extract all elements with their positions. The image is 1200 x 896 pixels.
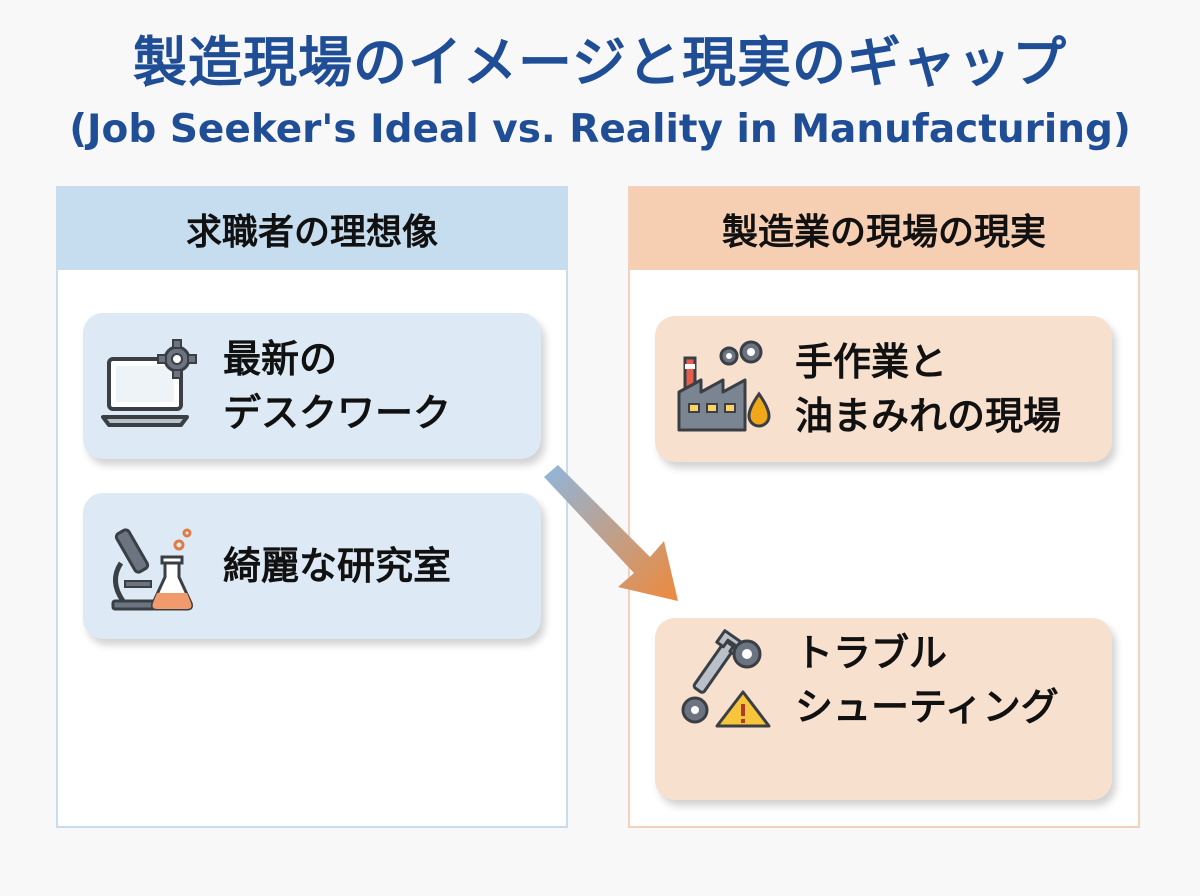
ideal-card-desk-work-text: 最新の デスクワーク <box>223 337 452 435</box>
reality-card-manual-labor: 手作業と 油まみれの現場 <box>655 316 1112 462</box>
microscope-flask-icon <box>99 511 209 621</box>
factory-oil-icon <box>671 334 781 444</box>
ideal-card-desk-work: 最新の デスクワーク <box>83 313 541 459</box>
page-subtitle: (Job Seeker's Ideal vs. Reality in Manuf… <box>69 107 1131 152</box>
reality-card-troubleshooting-text: トラブル シューティング <box>795 631 1059 729</box>
gap-arrow <box>544 465 678 601</box>
reality-card-troubleshooting: トラブル シューティング <box>655 618 1112 800</box>
reality-panel-header: 製造業の現場の現実 <box>630 188 1138 270</box>
wrench-warning-icon <box>671 626 781 736</box>
ideal-card-lab: 綺麗な研究室 <box>83 493 541 639</box>
ideal-card-lab-text: 綺麗な研究室 <box>223 544 452 588</box>
page-title: 製造現場のイメージと現実のギャップ <box>133 31 1067 94</box>
ideal-panel-header: 求職者の理想像 <box>58 188 566 270</box>
laptop-gear-icon <box>99 331 209 441</box>
reality-card-manual-labor-text: 手作業と 油まみれの現場 <box>795 340 1062 438</box>
